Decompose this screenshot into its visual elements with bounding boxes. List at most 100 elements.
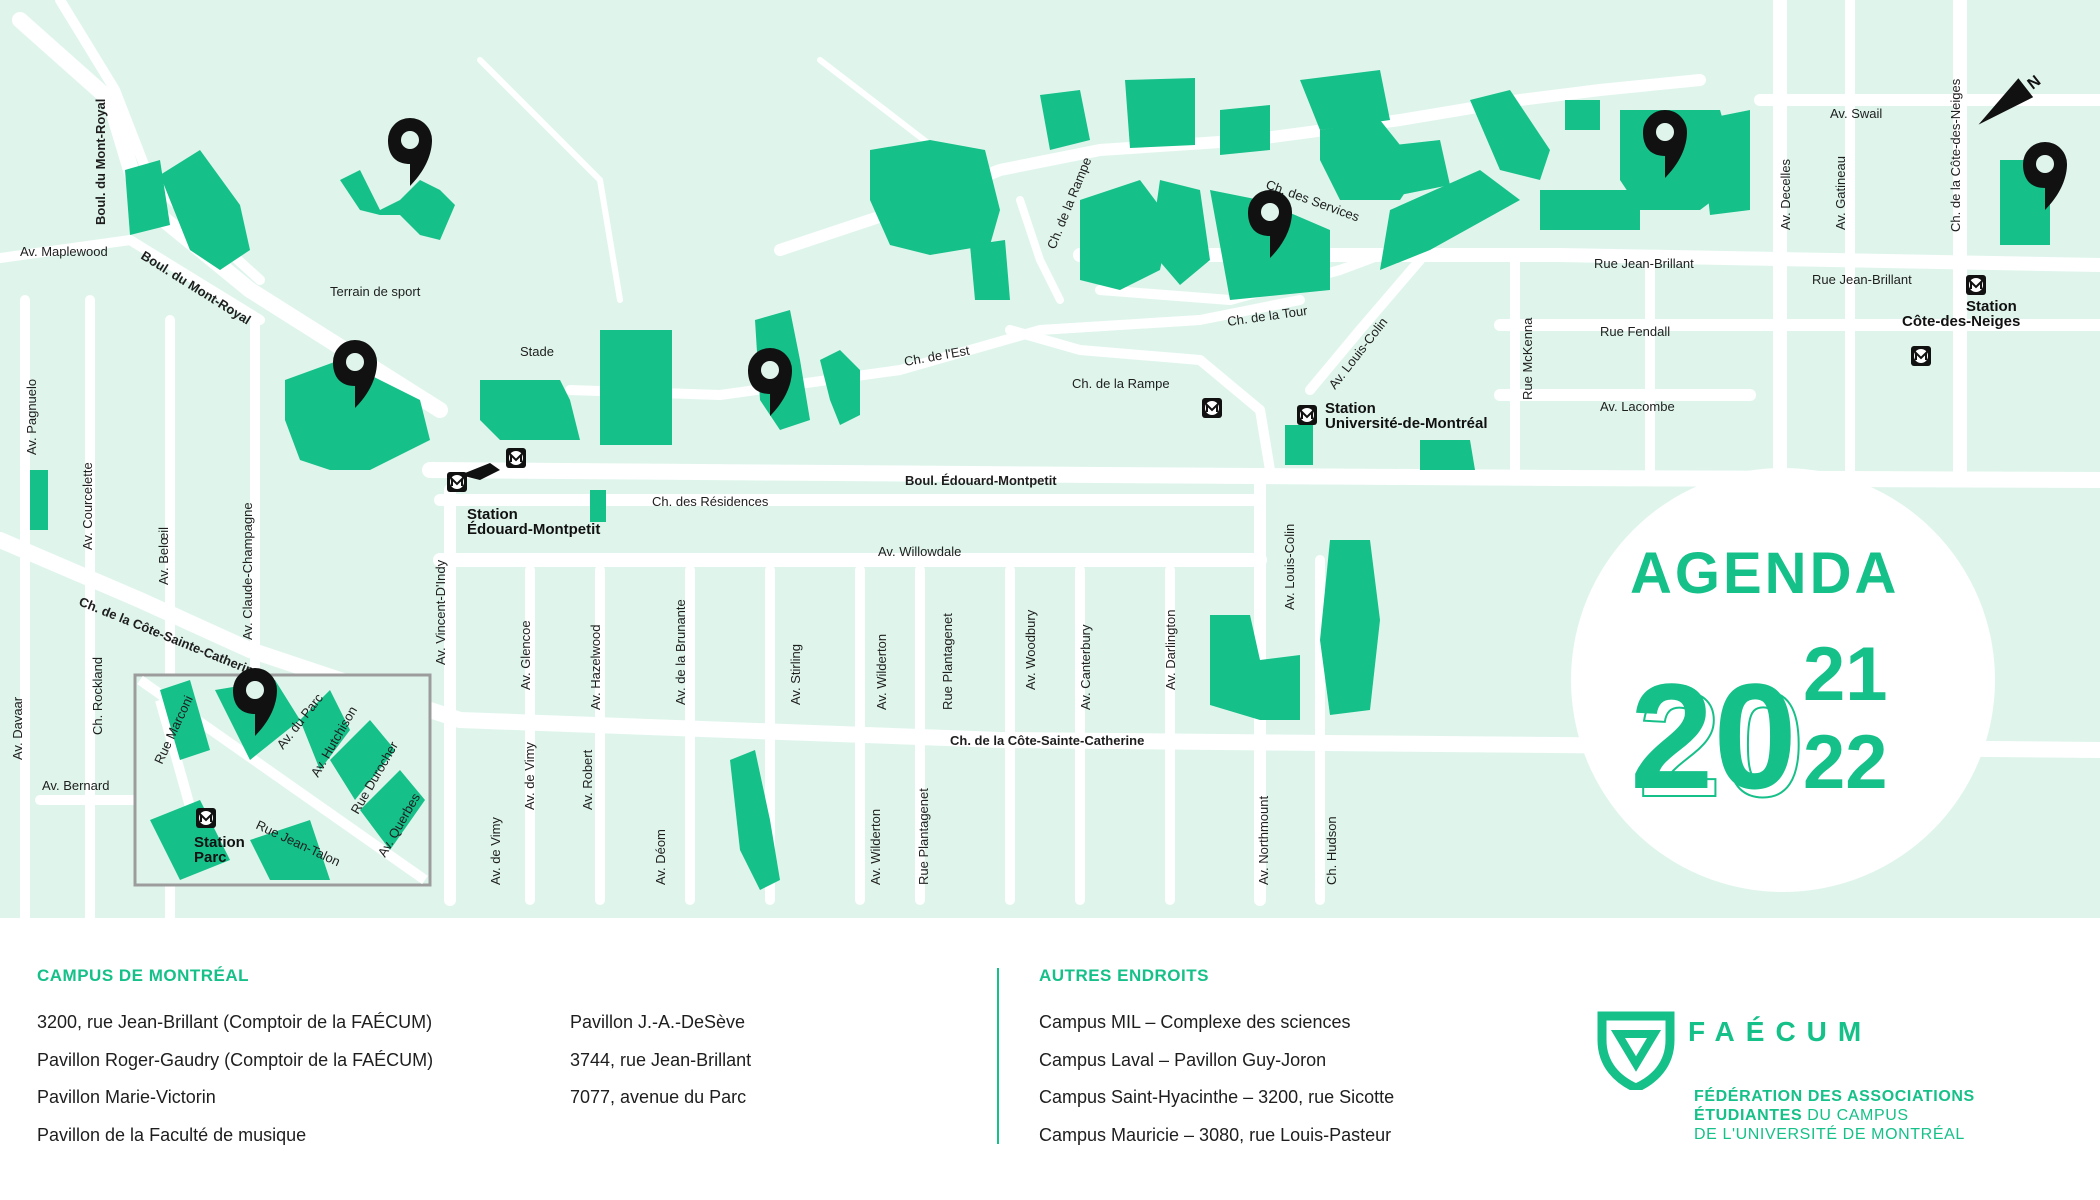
road-label: Av. de Vimy [488, 817, 503, 885]
station-label: Parc [194, 849, 227, 866]
faecum-logo: FAÉCUM FÉDÉRATION DES ASSOCIATIONS ÉTUDI… [1596, 1010, 2016, 1160]
road-label: Terrain de sport [330, 284, 421, 299]
road-label: Rue Jean-Brillant [1812, 272, 1912, 287]
map-pin-icon [748, 348, 792, 416]
brand-tagline-3: DE L'UNIVERSITÉ DE MONTRÉAL [1694, 1126, 1965, 1143]
metro-icon [1297, 405, 1317, 425]
road-label: Av. Courcelette [80, 462, 95, 550]
map-pin-icon [333, 340, 377, 408]
map-pin-icon [233, 668, 277, 736]
campus-montreal-column-2: Pavillon J.-A.-DeSève 3744, rue Jean-Bri… [570, 1004, 751, 1117]
brand-tagline-2: ÉTUDIANTES DU CAMPUS [1694, 1107, 1909, 1125]
road-label: Stade [520, 344, 554, 359]
direction-arrow-icon [460, 463, 500, 480]
list-item: Pavillon Roger-Gaudry (Comptoir de la FA… [37, 1049, 434, 1070]
road-label: Rue McKenna [1520, 317, 1535, 400]
list-item: 3200, rue Jean-Brillant (Comptoir de la … [37, 1012, 433, 1032]
road-label: Av. Belœil [156, 527, 171, 585]
road-label: Av. Northmount [1256, 795, 1271, 885]
road-label: Av. Swail [1830, 106, 1882, 121]
list-item: Campus Mauricie – 3080, rue Louis-Pasteu… [1039, 1124, 1392, 1145]
campus-buildings [30, 70, 2050, 890]
list-item: 7077, avenue du Parc [570, 1087, 747, 1107]
road-label: Rue Jean-Brillant [1594, 256, 1694, 271]
road-label: Boul. du Mont-Royal [93, 99, 108, 225]
other-locations-title: AUTRES ENDROITS [1039, 966, 1209, 985]
road-label: Av. Déom [653, 829, 668, 885]
road-label: Av. Wilderton [874, 634, 889, 710]
road-label: Ch. de la Côte-des-Neiges [1948, 78, 1963, 232]
road-label: Av. Canterbury [1078, 624, 1093, 710]
road-label: Av. Gatineau [1833, 156, 1848, 230]
road-label: Av. Stirling [788, 644, 803, 705]
road-label: Ch. Hudson [1324, 816, 1339, 885]
legend-divider [997, 968, 999, 1144]
road-label: Av. Darlington [1163, 610, 1178, 690]
road-label: Ch. Rockland [90, 657, 105, 735]
other-locations-column: AUTRES ENDROITS Campus MIL – Complexe de… [1039, 966, 1394, 1154]
road-label: Av. Robert [580, 749, 595, 810]
brand-tagline-2-bold: ÉTUDIANTES [1694, 1107, 1803, 1124]
metro-stations: Station Édouard-Montpetit Station Univer… [194, 275, 2020, 866]
metro-icon [447, 472, 467, 492]
agenda-badge: AGENDA 20 20 21 22 [1571, 468, 1995, 892]
station-label: Édouard-Montpetit [467, 521, 600, 538]
map-pin-icon [1643, 110, 1687, 178]
station-label: Station [194, 834, 245, 851]
agenda-year-top: 21 [1803, 632, 1888, 717]
brand-tagline-2-rest: DU CAMPUS [1802, 1107, 1909, 1124]
brand-name: FAÉCUM [1688, 1016, 1873, 1047]
list-item: Campus MIL – Complexe des sciences [1039, 1012, 1351, 1032]
station-label: Station [1966, 298, 2017, 315]
road-label: Av. Davaar [10, 696, 25, 760]
map-pin-icon [388, 118, 432, 186]
agenda-title: AGENDA [1630, 541, 1899, 606]
campus-montreal-title: CAMPUS DE MONTRÉAL [37, 966, 250, 985]
shield-icon [1597, 1011, 1675, 1090]
road-label: Boul. Édouard-Montpetit [905, 473, 1057, 488]
map-pin-icon [2023, 142, 2067, 210]
campus-montreal-column: CAMPUS DE MONTRÉAL 3200, rue Jean-Brilla… [37, 966, 433, 1154]
list-item: Campus Saint-Hyacinthe – 3200, rue Sicot… [1039, 1087, 1395, 1107]
metro-icon [1911, 346, 1931, 366]
road-label: Av. Lacombe [1600, 399, 1675, 414]
station-label: Station [1325, 400, 1376, 417]
metro-icon [1966, 275, 1986, 295]
brand-tagline-1: FÉDÉRATION DES ASSOCIATIONS [1694, 1088, 1975, 1105]
road-label: Ch. de la Côte-Sainte-Catherine [950, 733, 1144, 748]
list-item: Pavillon J.-A.-DeSève [570, 1012, 746, 1032]
road-label: Ch. des Résidences [652, 494, 769, 509]
road-label: Av. Willowdale [878, 544, 961, 559]
road-label: Av. Pagnuelo [24, 379, 39, 455]
road-label: Av. Vincent-D'Indy [433, 559, 448, 665]
road-label: Av. Glencoe [518, 620, 533, 690]
list-item: Campus Laval – Pavillon Guy-Joron [1039, 1049, 1327, 1070]
location-pins [233, 110, 2067, 736]
metro-icon [1202, 398, 1222, 418]
map-pin-icon [1248, 190, 1292, 258]
metro-icon [196, 808, 216, 828]
road-label: Rue Plantagenet [916, 788, 931, 885]
list-item: 3744, rue Jean-Brillant [570, 1049, 752, 1070]
road-label: Av. Hazelwood [588, 624, 603, 710]
agenda-year-outline: 20 [1638, 660, 1805, 828]
road-label: Av. Claude-Champagne [240, 502, 255, 640]
road-label: Av. de Vimy [522, 742, 537, 810]
road-label: Av. Woodbury [1023, 609, 1038, 690]
road-label: Av. Wilderton [868, 809, 883, 885]
road-label: Rue Fendall [1600, 324, 1670, 339]
agenda-year-bottom: 22 [1803, 720, 1888, 805]
road-label: Av. Louis-Colin [1282, 524, 1297, 610]
road-label: Rue Plantagenet [940, 613, 955, 710]
station-label: Station [467, 506, 518, 523]
list-item: Pavillon Marie-Victorin [37, 1087, 216, 1107]
list-item: Pavillon de la Faculté de musique [37, 1124, 307, 1145]
road-label: Av. Maplewood [20, 244, 108, 259]
station-label: Université-de-Montréal [1325, 415, 1488, 432]
legend-panel: CAMPUS DE MONTRÉAL 3200, rue Jean-Brilla… [0, 918, 2100, 1200]
metro-icon [506, 448, 526, 468]
agenda-year-big: 20 [1630, 652, 1797, 820]
campus-map: Boul. du Mont-Royal Av. Maplewood Boul. … [0, 0, 2100, 918]
road-label: Av. Decelles [1778, 158, 1793, 230]
road-label: Av. Bernard [42, 778, 109, 793]
